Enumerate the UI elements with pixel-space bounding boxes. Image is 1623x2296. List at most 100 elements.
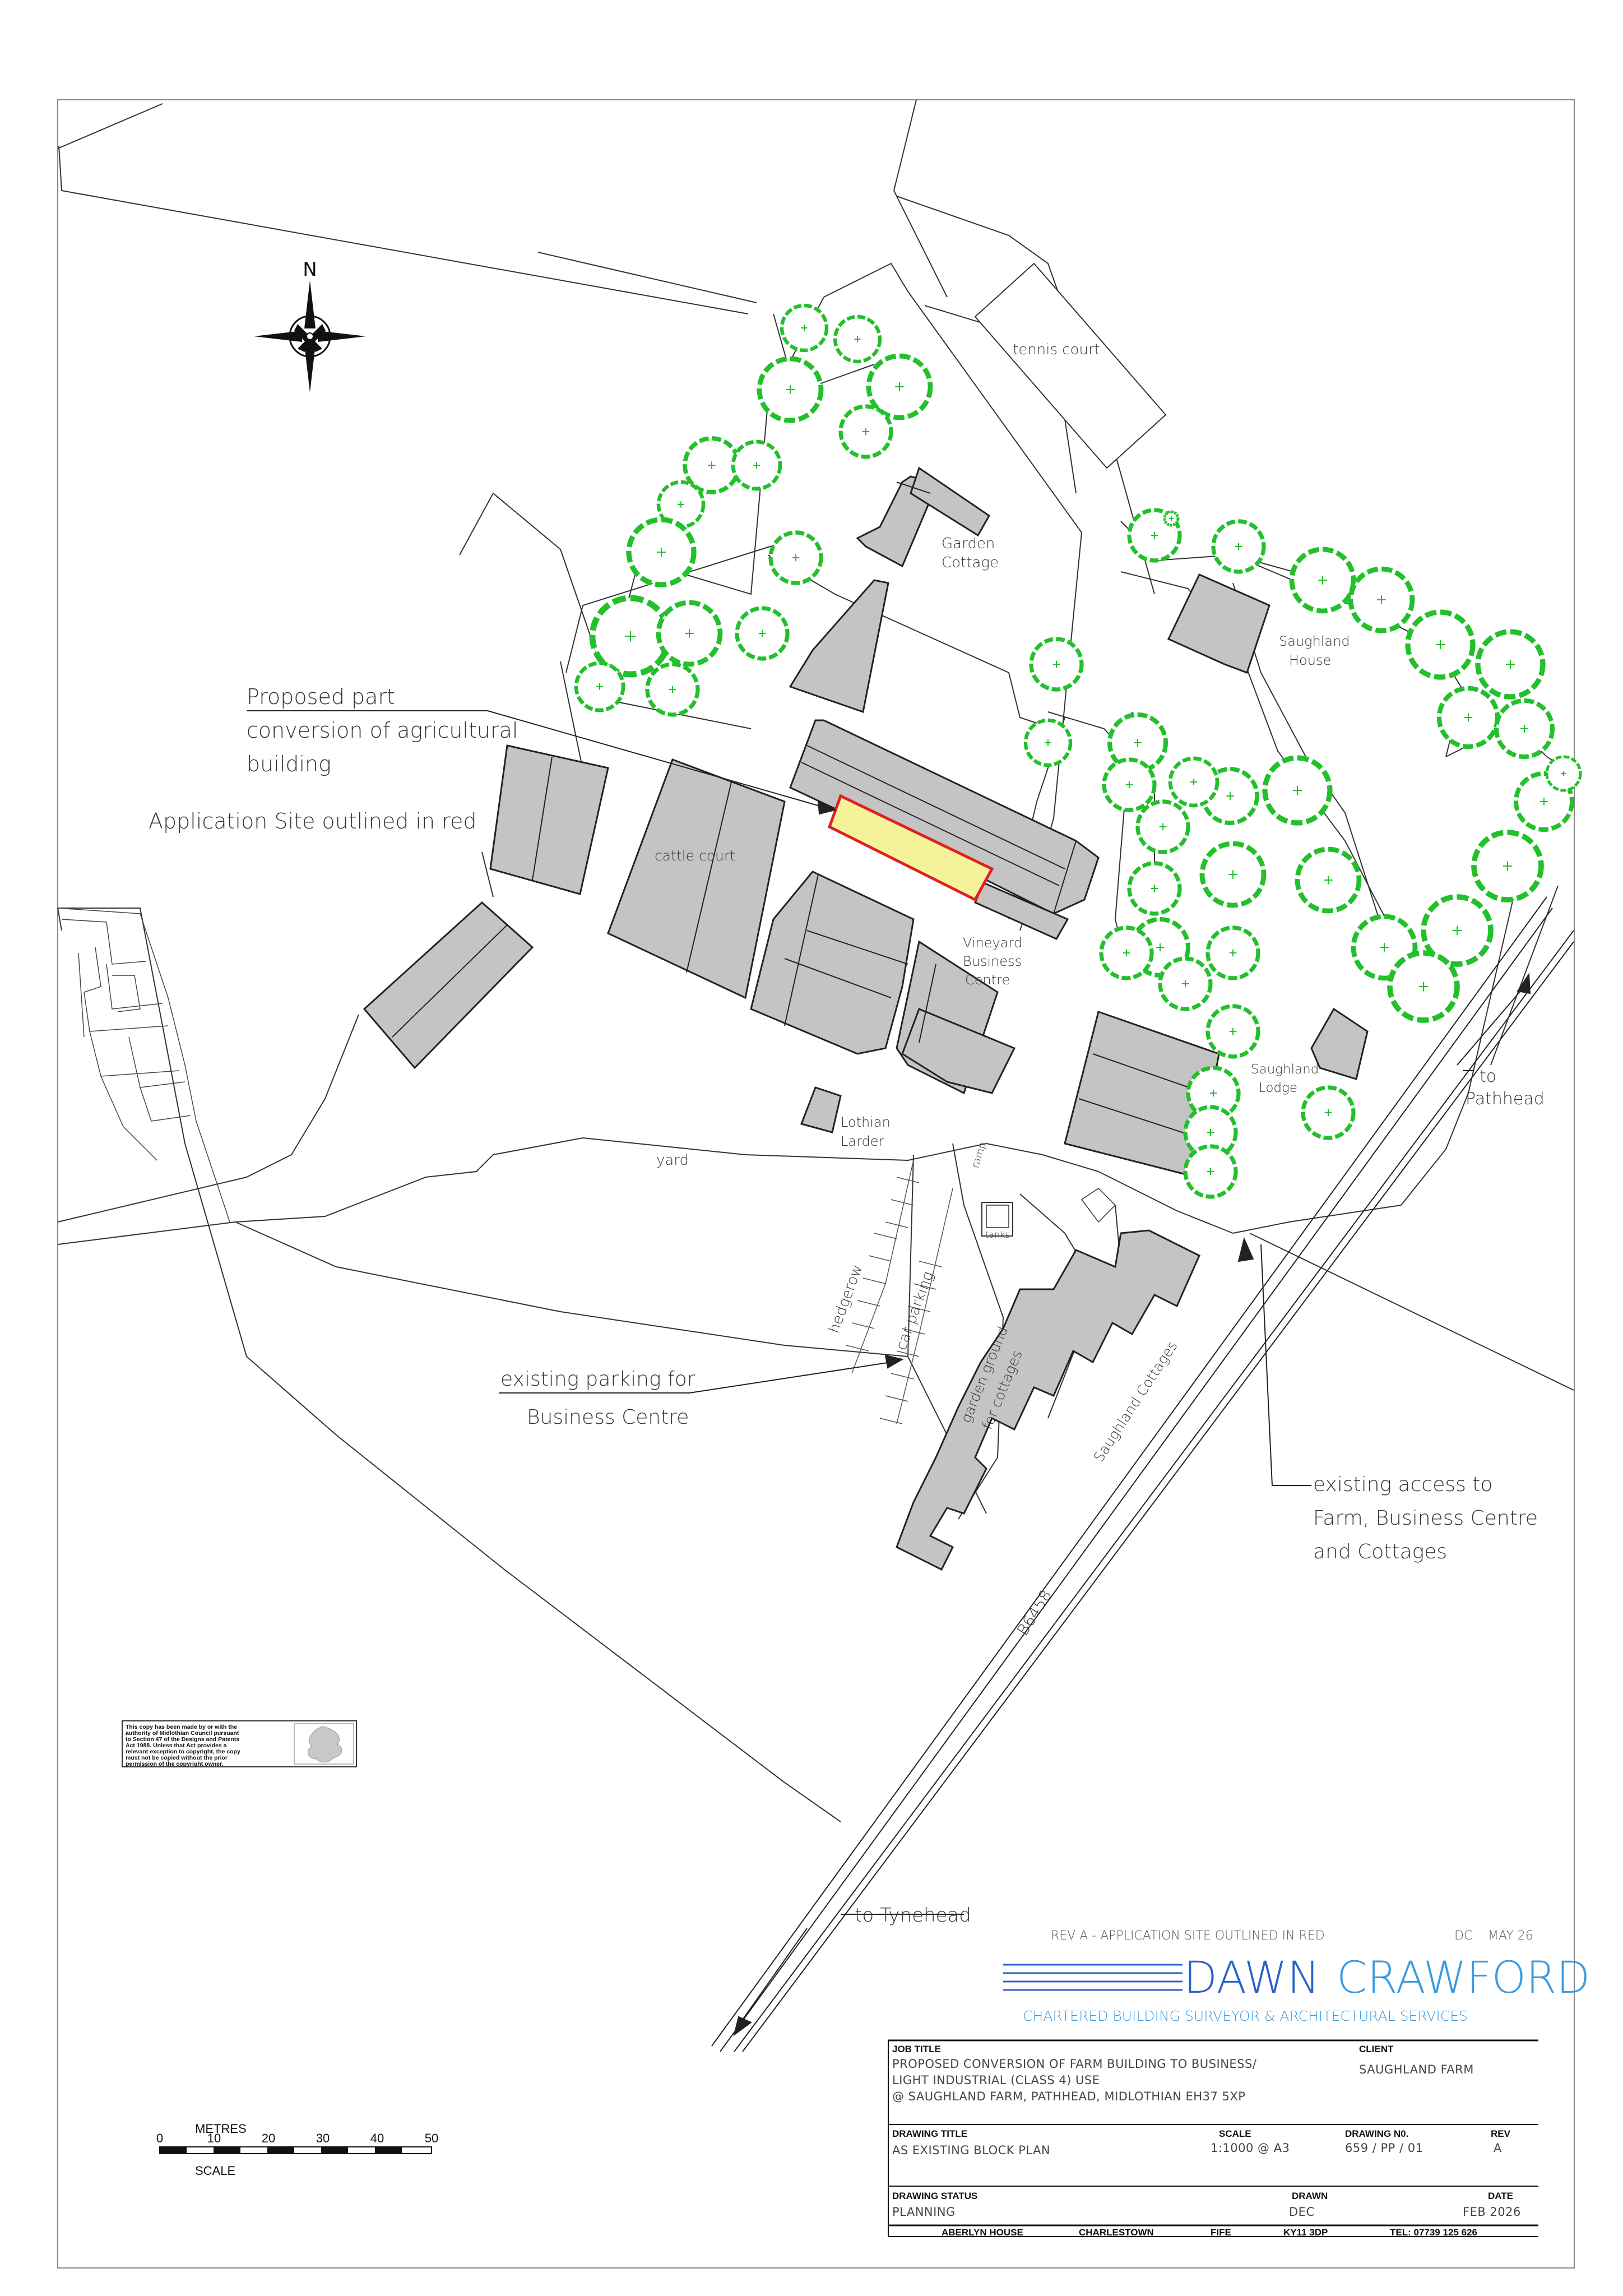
tree-center-cross — [685, 629, 694, 638]
label-yard: yard — [656, 1152, 689, 1169]
tree-center-cross — [1181, 980, 1189, 988]
building-saughland-lodge — [1310, 1007, 1369, 1080]
tree-center-cross — [1503, 861, 1513, 871]
annotation-existing-parking-1: existing parking for — [500, 1368, 695, 1391]
building-saughland-cottages — [896, 1229, 1200, 1571]
label-to-pathhead-1: to — [1480, 1067, 1496, 1086]
svg-text:relevant exception to copyrigh: relevant exception to copyright, the cop… — [126, 1748, 240, 1755]
tree-center-cross — [801, 325, 808, 331]
tree-center-cross — [758, 629, 766, 637]
annotation-application-site: Application Site outlined in red — [149, 809, 476, 834]
label-to-tynehead: to Tynehead — [855, 1904, 971, 1927]
drawing-status-value: PLANNING — [892, 2205, 956, 2219]
drawing-title-label: DRAWING TITLE — [892, 2128, 968, 2139]
ramp-marker — [981, 1202, 1013, 1237]
scale-bar: METRES 0 10 20 30 40 50 SCALE — [156, 2122, 438, 2178]
tree-center-cross — [1190, 779, 1197, 785]
scale-value: 1:1000 @ A3 — [1211, 2141, 1290, 2155]
job-title-label: JOB TITLE — [892, 2044, 941, 2054]
label-tennis-court: tennis court — [1013, 341, 1100, 358]
tree-center-cross — [895, 382, 904, 391]
date-value: FEB 2026 — [1463, 2205, 1521, 2219]
annotation-existing-parking-2: Business Centre — [527, 1406, 689, 1429]
tree-center-cross — [1377, 595, 1386, 604]
label-lothian-larder-1: Lothian — [841, 1114, 891, 1130]
footer-address-3: FIFE — [1211, 2227, 1231, 2238]
scale-tick-20: 20 — [262, 2131, 275, 2145]
tree-center-cross — [1169, 516, 1174, 521]
tree-center-cross — [1464, 713, 1473, 722]
date-label: DATE — [1488, 2191, 1514, 2201]
label-saughland-lodge-1: Saughland — [1251, 1062, 1319, 1077]
scale-bar-caption: SCALE — [195, 2164, 235, 2178]
tennis-court — [974, 262, 1167, 469]
copyright-box — [122, 1720, 357, 1767]
tree-center-cross — [596, 683, 603, 690]
tree-center-cross — [1540, 798, 1548, 806]
trees — [574, 303, 1582, 1199]
label-garden-cottage-1: Garden — [942, 535, 995, 552]
tree-center-cross — [1226, 792, 1234, 800]
label-ramp: ramp — [970, 1141, 989, 1170]
label-vineyard-1: Vineyard — [963, 935, 1022, 951]
tree-center-cross — [1318, 576, 1327, 585]
revision-block: REV A - APPLICATION SITE OUTLINED IN RED… — [1051, 1929, 1533, 1943]
label-saughland-cottages: Saughland Cottages — [1091, 1338, 1181, 1465]
tree-center-cross — [1159, 823, 1167, 831]
label-vineyard-2: Business — [963, 953, 1022, 969]
company-logo: DAWN CRAWFORD CHARTERED BUILDING SURVEYO… — [1023, 1953, 1590, 2024]
building-north-range — [789, 579, 889, 713]
tree-center-cross — [1235, 543, 1242, 550]
drawing-no-value: 659 / PP / 01 — [1345, 2141, 1423, 2155]
tree-center-cross — [1324, 876, 1333, 885]
job-title-line-1: PROPOSED CONVERSION OF FARM BUILDING TO … — [892, 2057, 1257, 2071]
tanks-box — [986, 1205, 1009, 1228]
tree-center-cross — [1151, 531, 1158, 539]
building-garden-cottage-wing — [910, 466, 990, 537]
tree-center-cross — [753, 462, 760, 469]
tree-center-cross — [792, 554, 800, 562]
building-cattle-court — [607, 758, 786, 999]
tree-center-cross — [1207, 1128, 1214, 1136]
main-road — [711, 896, 1574, 2052]
rev-value: A — [1494, 2141, 1502, 2155]
svg-text:must not be copied without the: must not be copied without the prior — [126, 1755, 228, 1761]
tree-center-cross — [1452, 925, 1462, 936]
svg-text:Act 1988. Unless that Act prov: Act 1988. Unless that Act provides a — [126, 1742, 227, 1749]
label-hedgerow: hedgerow — [826, 1262, 866, 1335]
label-saughland-house-2: House — [1289, 652, 1331, 668]
client-label: CLIENT — [1359, 2044, 1394, 2054]
svg-text:authority of Midlothian Counci: authority of Midlothian Council pursuant — [126, 1730, 239, 1737]
revision-note: REV A - APPLICATION SITE OUTLINED IN RED — [1051, 1929, 1325, 1943]
tree-center-cross — [1156, 943, 1164, 951]
svg-text:to Section 47 of the Designs a: to Section 47 of the Designs and Patents — [126, 1736, 239, 1743]
road-arrows — [733, 972, 1531, 2036]
annotation-existing-access-2: Farm, Business Centre — [1313, 1507, 1538, 1530]
drawn-value: DEC — [1289, 2205, 1315, 2219]
label-saughland-house-1: Saughland — [1279, 633, 1350, 649]
tree-center-cross — [625, 631, 636, 642]
tree-center-cross — [1229, 1027, 1237, 1035]
annotation-proposed-2: conversion of agricultural — [247, 718, 518, 743]
scale-tick-10: 10 — [207, 2131, 221, 2145]
company-name-part1: DAWN — [1184, 1953, 1320, 2003]
tree-center-cross — [1207, 1168, 1214, 1175]
tree-center-cross — [1520, 725, 1528, 733]
label-to-pathhead-2: Pathhead — [1466, 1089, 1545, 1109]
client-value: SAUGHLAND FARM — [1359, 2063, 1474, 2076]
tree-center-cross — [1209, 1089, 1217, 1097]
copyright-text: This copy has been made by or with the a… — [126, 1724, 240, 1767]
scale-tick-0: 0 — [156, 2131, 163, 2145]
building-west-shed — [489, 744, 609, 895]
building-lothian-larder — [800, 1086, 842, 1133]
application-site-outline — [827, 794, 994, 902]
tree-center-cross — [862, 428, 870, 436]
scale-tick-30: 30 — [316, 2131, 330, 2145]
tree-center-cross — [1229, 949, 1237, 957]
tree-center-cross — [854, 336, 861, 342]
svg-text:This copy has been made by or: This copy has been made by or with the — [126, 1724, 237, 1730]
label-car-parking: car parking — [893, 1269, 936, 1352]
leader-lines — [247, 710, 1474, 1915]
footer-address-2: CHARLESTOWN — [1079, 2227, 1154, 2238]
